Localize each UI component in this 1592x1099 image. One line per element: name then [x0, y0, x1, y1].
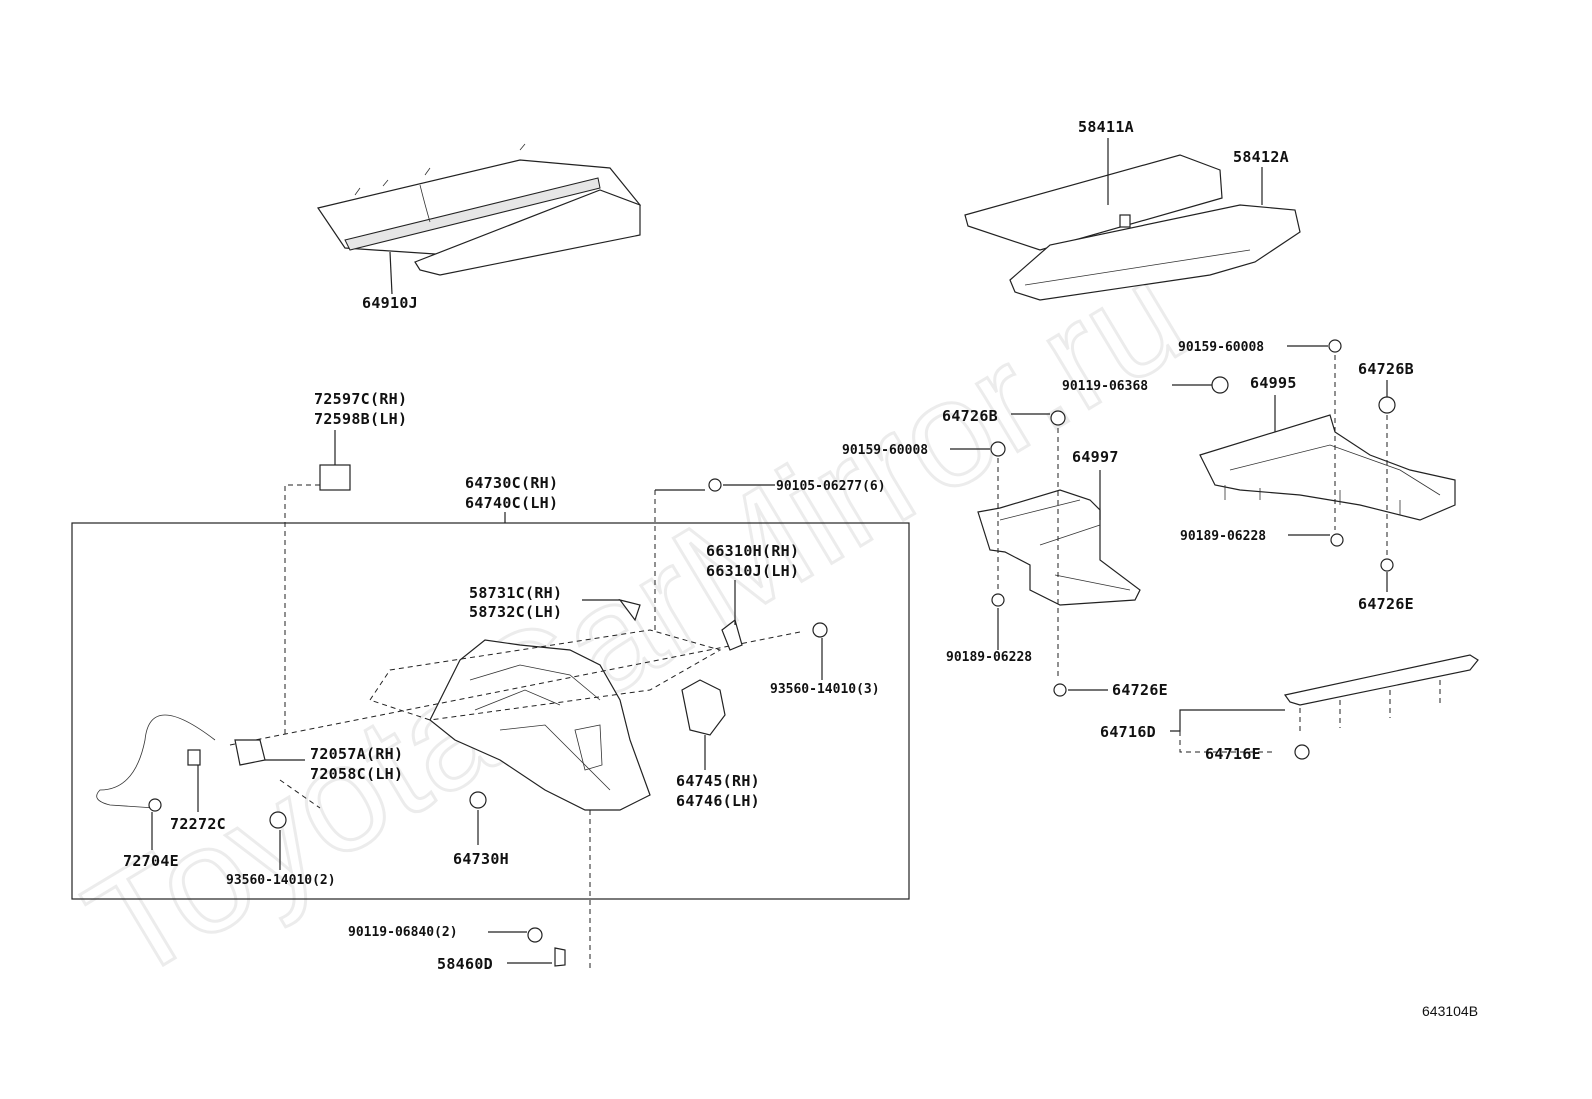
label-64716d: 64716D — [1100, 723, 1156, 741]
diagram-code: 643104B — [1422, 1003, 1479, 1019]
tray-64995-part — [1199, 414, 1456, 521]
label-72058c: 72058C(LH) — [310, 765, 404, 783]
label-64726b-right: 64726B — [1358, 360, 1414, 378]
label-90159-60008-mid: 90159-60008 — [842, 443, 929, 458]
label-90189-06228-right: 90189-06228 — [1180, 529, 1267, 544]
label-72704e: 72704E — [123, 852, 179, 870]
label-64745: 64745(RH) — [676, 772, 760, 790]
label-66310h: 66310H(RH) — [706, 542, 800, 560]
label-58731c: 58731C(RH) — [469, 584, 563, 602]
label-90105-06277: 90105-06277(6) — [776, 479, 886, 494]
deck-board-part — [964, 154, 1301, 301]
label-64995: 64995 — [1250, 374, 1297, 392]
label-64730h: 64730H — [453, 850, 509, 868]
sill-plate-part — [1283, 654, 1479, 735]
label-72597c: 72597C(RH) — [314, 390, 408, 408]
label-90159-60008-top: 90159-60008 — [1178, 340, 1265, 355]
quarter-trim-part — [429, 639, 651, 811]
label-64746: 64746(LH) — [676, 792, 760, 810]
tray-64997-part — [977, 489, 1141, 606]
label-90189-06228-mid: 90189-06228 — [946, 650, 1033, 665]
label-90119-06840: 90119-06840(2) — [348, 925, 458, 940]
label-90119-06368: 90119-06368 — [1062, 379, 1149, 394]
label-58412a: 58412A — [1233, 148, 1289, 166]
label-58411a: 58411A — [1078, 118, 1134, 136]
label-64726b-mid: 64726B — [942, 407, 998, 425]
label-93560-14010-3: 93560-14010(3) — [770, 682, 880, 697]
label-58460d: 58460D — [437, 955, 493, 973]
label-64740c: 64740C(LH) — [465, 494, 559, 512]
label-58732c: 58732C(LH) — [469, 603, 563, 621]
label-64726e-right: 64726E — [1358, 595, 1414, 613]
clip-72597c-part — [319, 464, 351, 491]
label-72057a: 72057A(RH) — [310, 745, 404, 763]
quarter-trim-frame — [71, 522, 910, 900]
label-64910j: 64910J — [362, 294, 418, 312]
label-64730c: 64730C(RH) — [465, 474, 559, 492]
label-93560-14010-2: 93560-14010(2) — [226, 873, 336, 888]
label-64716e: 64716E — [1205, 745, 1261, 763]
tonneau-cover-part — [317, 143, 642, 276]
label-64997: 64997 — [1072, 448, 1119, 466]
label-72598b: 72598B(LH) — [314, 410, 408, 428]
label-72272c: 72272C — [170, 815, 226, 833]
label-64726e-mid: 64726E — [1112, 681, 1168, 699]
label-66310j: 66310J(LH) — [706, 562, 800, 580]
